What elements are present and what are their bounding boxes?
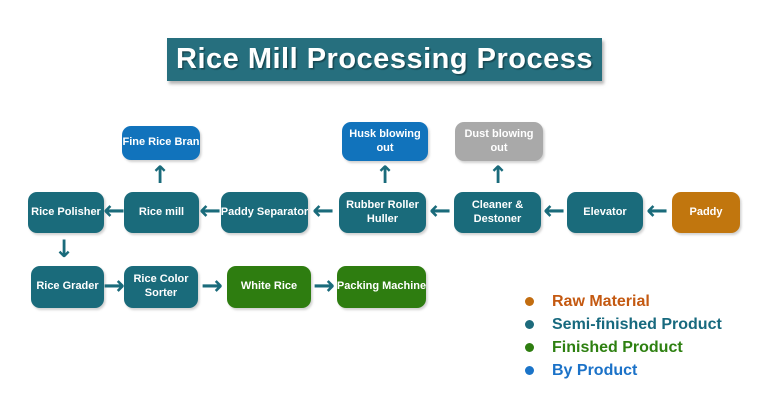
node-white-rice: White Rice <box>227 266 311 308</box>
arrow-rice-mill-to-polisher-icon: ← <box>103 196 125 226</box>
legend: Raw Material Semi-finished Product Finis… <box>525 290 722 382</box>
legend-dot-finished-icon <box>525 343 534 352</box>
arrow-elevator-to-cleaner-icon: ← <box>543 196 565 226</box>
legend-label-finished: Finished Product <box>552 338 683 356</box>
arrow-polisher-to-grader-icon: ↓ <box>53 235 75 263</box>
node-rubber-roller-huller: Rubber Roller Huller <box>339 192 426 233</box>
legend-item-raw-material: Raw Material <box>525 290 722 313</box>
arrow-grader-to-sorter-icon: → <box>103 271 125 301</box>
arrow-cleaner-to-huller-icon: ← <box>429 196 451 226</box>
node-rice-color-sorter: Rice Color Sorter <box>124 266 198 308</box>
node-elevator: Elevator <box>567 192 643 233</box>
arrow-rice-mill-to-fine-rice-bran-icon: ↑ <box>149 161 171 189</box>
legend-item-semi-finished: Semi-finished Product <box>525 313 722 336</box>
arrow-huller-to-separator-icon: ← <box>312 196 334 226</box>
legend-dot-semi-finished-icon <box>525 320 534 329</box>
arrow-white-rice-to-packing-icon: → <box>313 271 335 301</box>
legend-item-finished: Finished Product <box>525 336 722 359</box>
node-paddy-separator: Paddy Separator <box>221 192 308 233</box>
page-title: Rice Mill Processing Process <box>167 38 602 81</box>
node-rice-mill: Rice mill <box>124 192 199 233</box>
node-paddy: Paddy <box>672 192 740 233</box>
legend-dot-raw-material-icon <box>525 297 534 306</box>
legend-item-by-product: By Product <box>525 359 722 382</box>
node-packing-machine: Packing Machine <box>337 266 426 308</box>
node-rice-polisher: Rice Polisher <box>28 192 104 233</box>
node-rice-grader: Rice Grader <box>31 266 104 308</box>
legend-label-by-product: By Product <box>552 361 638 379</box>
arrow-sorter-to-white-rice-icon: → <box>201 271 223 301</box>
legend-dot-by-product-icon <box>525 366 534 375</box>
arrow-huller-to-husk-icon: ↑ <box>374 161 396 189</box>
arrow-separator-to-rice-mill-icon: ← <box>199 196 221 226</box>
node-cleaner-destoner: Cleaner & Destoner <box>454 192 541 233</box>
node-fine-rice-bran: Fine Rice Bran <box>122 126 200 160</box>
node-husk-blowing-out: Husk blowing out <box>342 122 428 161</box>
node-dust-blowing-out: Dust blowing out <box>455 122 543 161</box>
legend-label-semi-finished: Semi-finished Product <box>552 315 722 333</box>
arrow-cleaner-to-dust-icon: ↑ <box>487 161 509 189</box>
arrow-paddy-to-elevator-icon: ← <box>646 196 668 226</box>
legend-label-raw-material: Raw Material <box>552 292 650 310</box>
